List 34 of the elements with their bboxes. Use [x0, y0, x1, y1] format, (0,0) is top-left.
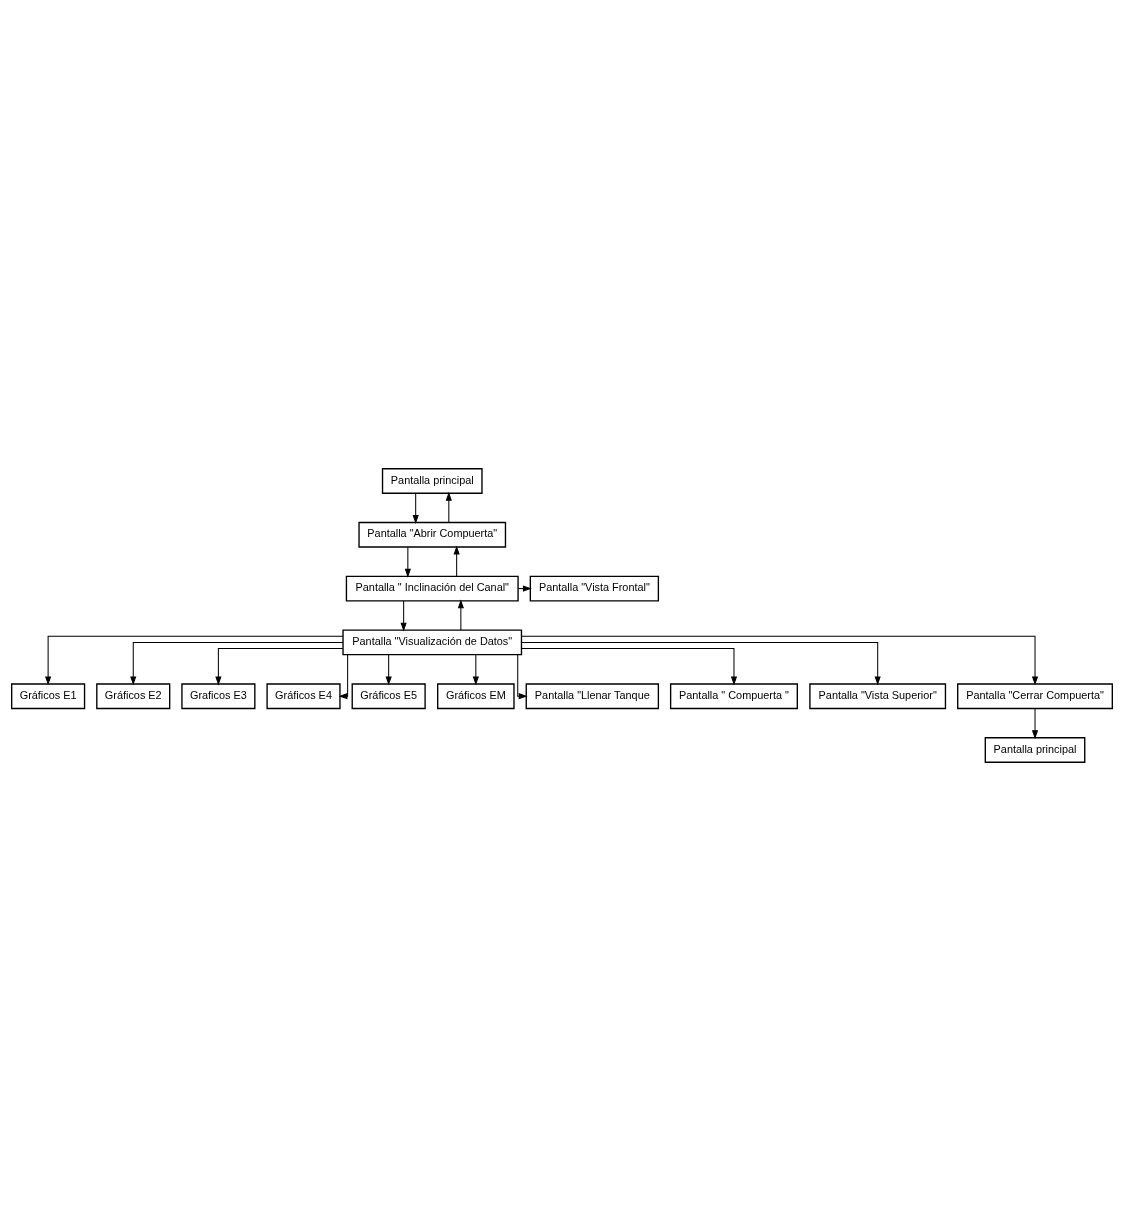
- node-box: Gráficos E4: [266, 682, 341, 709]
- arrow: [400, 600, 407, 632]
- node-box: Gráficos E5: [351, 682, 426, 709]
- arrow: [445, 491, 452, 523]
- node-box: Pantalla principal: [381, 467, 483, 494]
- node-box: Pantalla "Visualización de Datos": [342, 628, 523, 655]
- arrow: [130, 641, 344, 685]
- arrow: [45, 635, 344, 685]
- node-box: Pantalla "Vista Superior": [809, 682, 947, 709]
- arrow: [517, 585, 532, 592]
- arrow: [215, 647, 344, 685]
- node-box: Pantalla " Compuerta ": [669, 682, 798, 709]
- arrow: [338, 653, 349, 699]
- arrow: [521, 647, 738, 685]
- arrow: [521, 641, 881, 685]
- node-box: Pantalla "Cerrar Compuerta": [957, 682, 1113, 709]
- arrow: [521, 635, 1039, 685]
- node-box: Pantalla "Llenar Tanque: [525, 682, 660, 709]
- node-box: Gráficos E2: [96, 682, 171, 709]
- node-box: Pantalla " Inclinación del Canal": [345, 575, 519, 602]
- arrow: [412, 492, 419, 524]
- arrow: [453, 545, 460, 577]
- arrow: [472, 653, 479, 685]
- arrow: [517, 653, 528, 699]
- arrow: [457, 598, 464, 630]
- node-box: Pantalla "Vista Frontal": [529, 575, 660, 602]
- node-box: Pantalla "Abrir Compuerta": [358, 521, 507, 548]
- node-box: Gráficos EM: [437, 682, 515, 709]
- arrow: [1031, 707, 1039, 739]
- arrow: [385, 653, 392, 685]
- arrow: [404, 546, 411, 578]
- node-box: Graficos E3: [181, 682, 256, 709]
- node-box: Gráficos E1: [11, 682, 86, 709]
- node-box: Pantalla principal: [984, 736, 1086, 763]
